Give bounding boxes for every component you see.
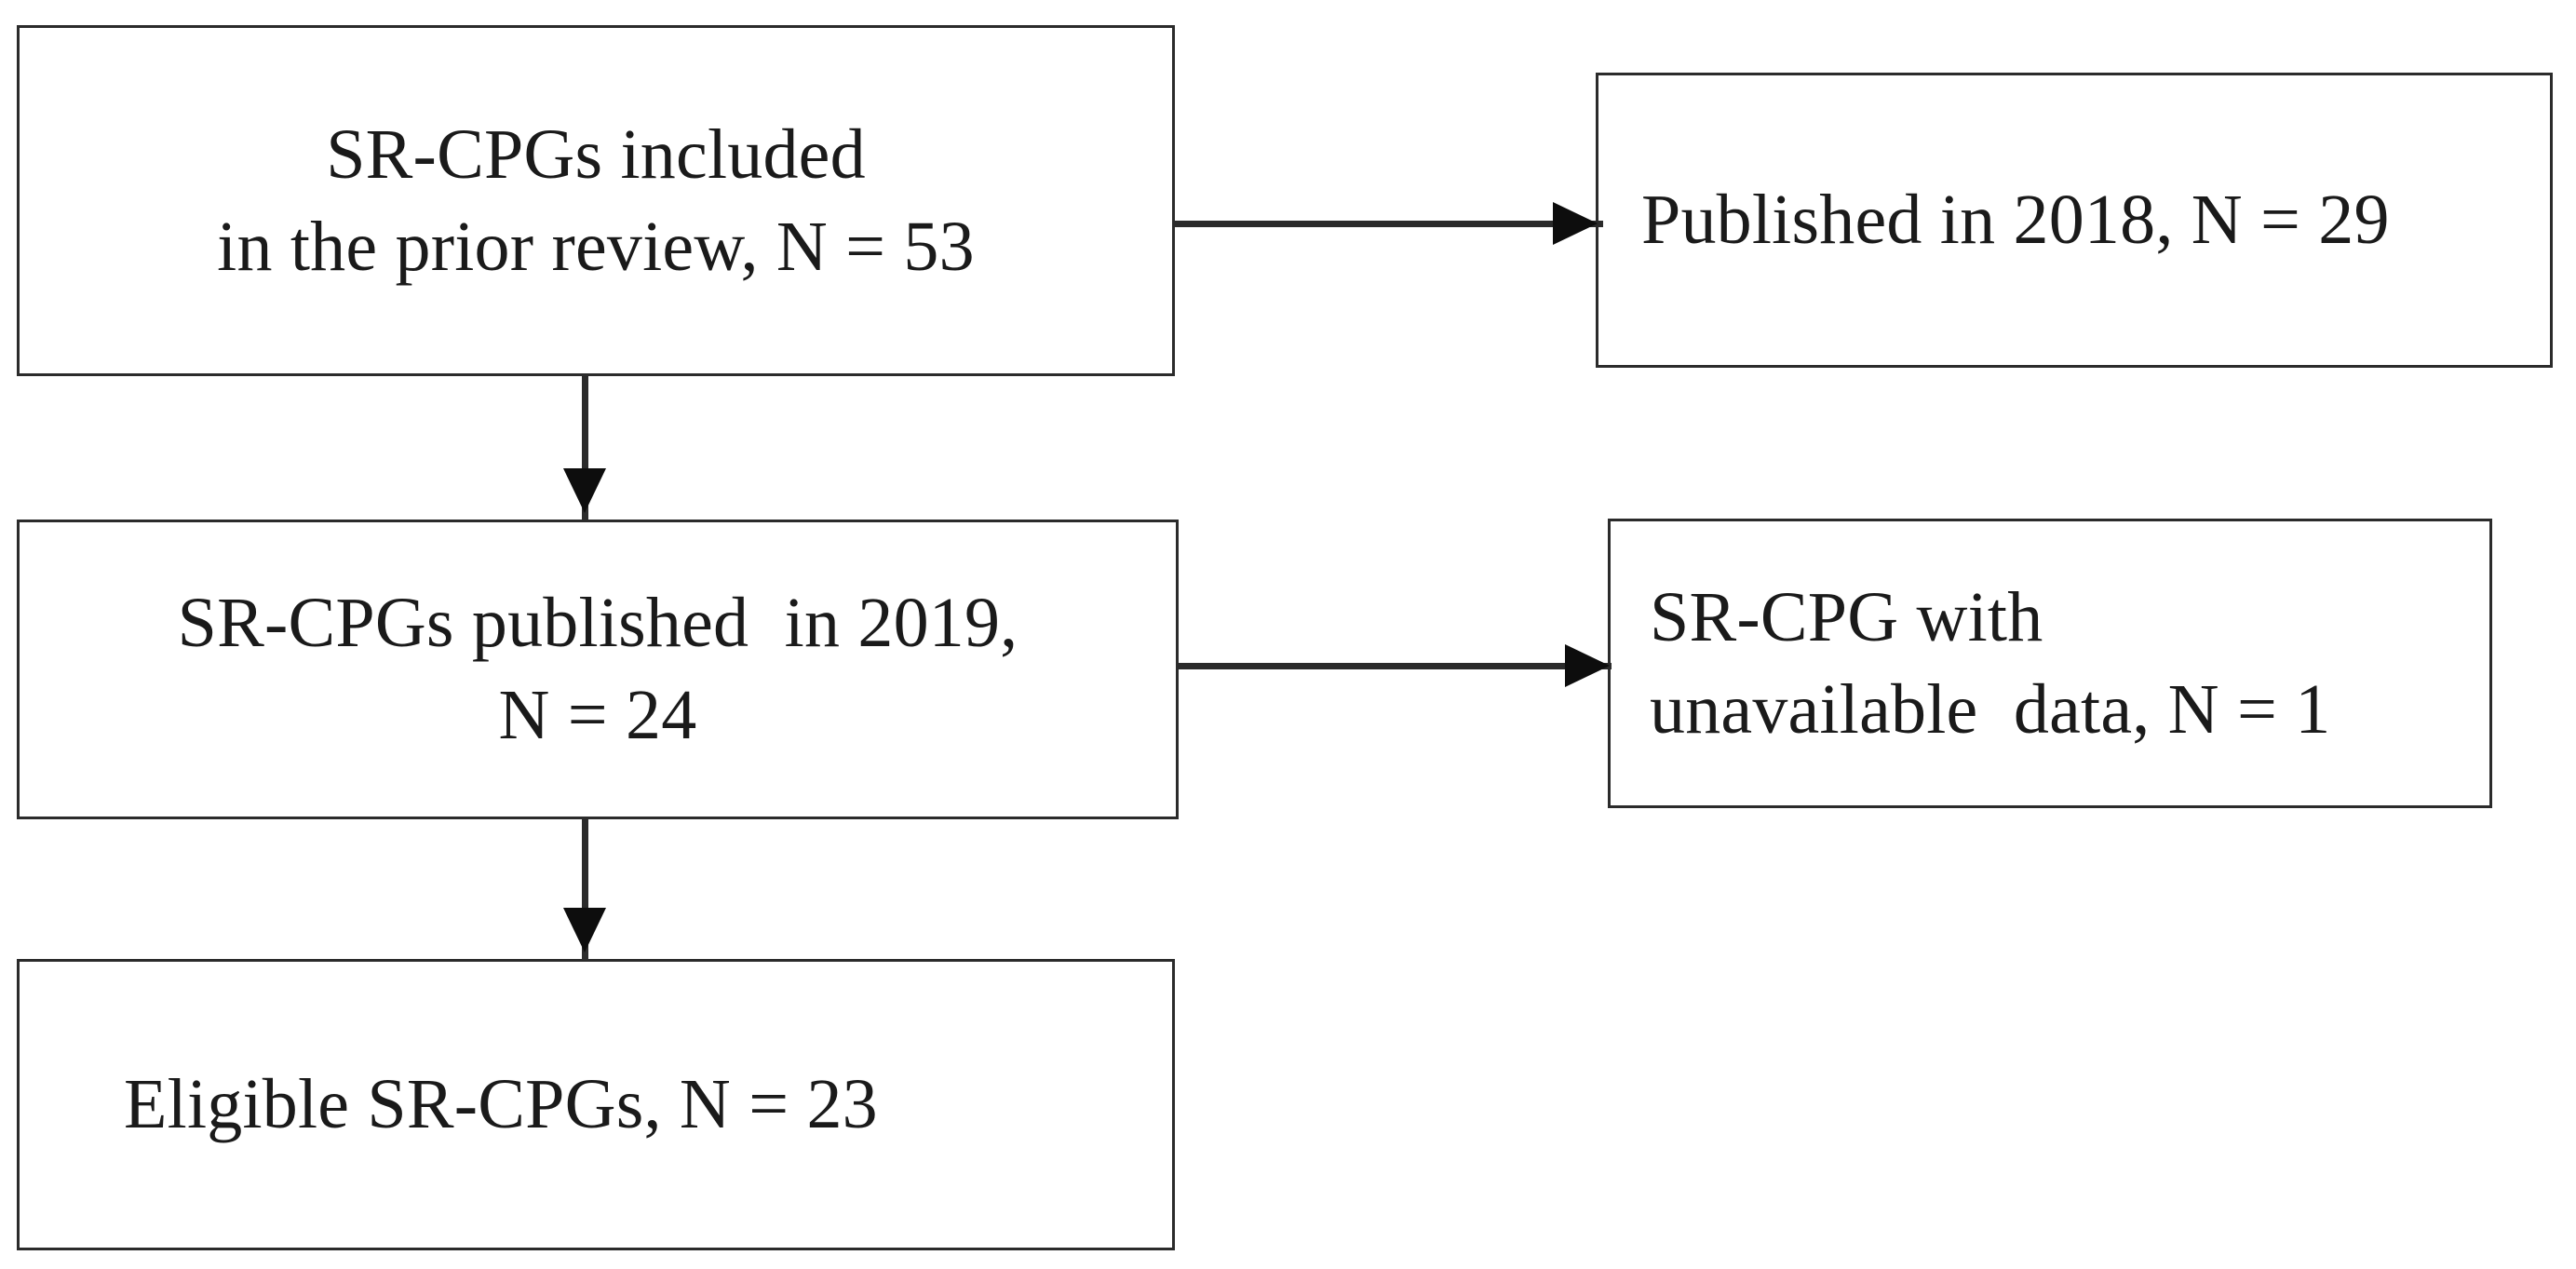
node-eligible-sr-cpgs-line1: Eligible SR-CPGs, N = 23 [124,1065,878,1144]
node-sr-cpgs-prior-review-line2: in the prior review, N = 53 [217,207,975,286]
node-unavailable-data-line1: SR-CPG with [1650,577,2043,656]
node-sr-cpgs-published-2019[interactable]: SR-CPGs published in 2019, N = 24 [17,520,1179,819]
node-eligible-sr-cpgs[interactable]: Eligible SR-CPGs, N = 23 [17,959,1175,1250]
node-sr-cpgs-published-2019-line2: N = 24 [498,676,697,754]
node-sr-cpgs-prior-review[interactable]: SR-CPGs included in the prior review, N … [17,25,1175,376]
edge-prior-to-2019-arrowhead [563,468,606,513]
edge-2019-to-unavailable-line [1179,663,1612,669]
edge-prior-to-2018-arrowhead [1553,202,1598,245]
edge-prior-to-2019-line [582,376,588,521]
node-published-2018[interactable]: Published in 2018, N = 29 [1596,73,2553,368]
node-unavailable-data-line2: unavailable data, N = 1 [1650,669,2331,749]
node-sr-cpgs-prior-review-line1: SR-CPGs included [326,115,866,194]
node-published-2018-line1: Published in 2018, N = 29 [1641,181,2390,260]
edge-2019-to-eligible-arrowhead [563,908,606,952]
node-sr-cpgs-published-2019-line1: SR-CPGs published in 2019, [177,584,1018,663]
edge-prior-to-2018-line [1175,221,1603,227]
edge-2019-to-unavailable-arrowhead [1565,644,1610,687]
node-unavailable-data[interactable]: SR-CPG with unavailable data, N = 1 [1608,519,2492,808]
edge-2019-to-eligible-line [582,817,588,961]
